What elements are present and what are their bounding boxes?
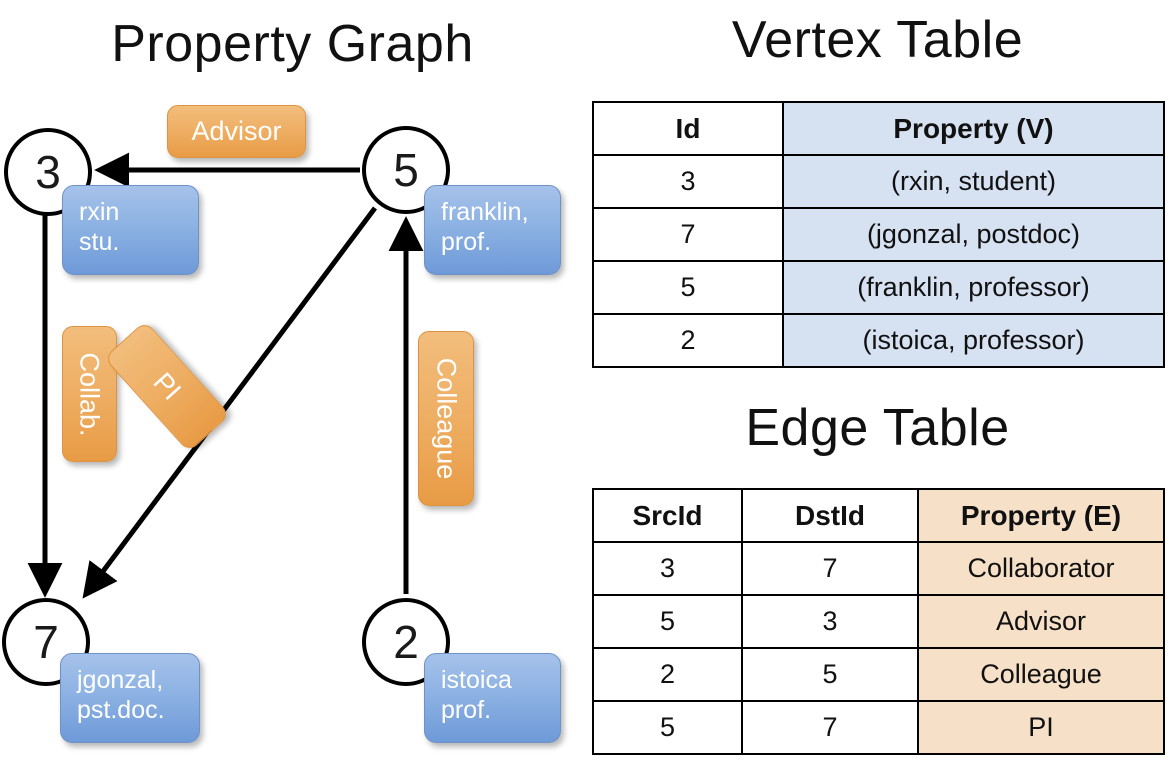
edge-table-header-property: Property (E) bbox=[917, 488, 1165, 543]
vertex-table: Id Property (V) 3 (rxin, student) 7 (jgo… bbox=[592, 101, 1165, 368]
graph-edges-layer bbox=[27, 152, 424, 599]
edge-arrow-5-to-7 bbox=[82, 206, 378, 599]
edge-row-0-property: Collaborator bbox=[917, 541, 1165, 596]
node-property-callout-3-line2: stu. bbox=[79, 227, 120, 256]
vertex-row-3-property: (istoica, professor) bbox=[782, 313, 1165, 368]
edge-row-1-dstid: 3 bbox=[741, 594, 919, 649]
node-property-callout-5-line2: prof. bbox=[441, 227, 492, 256]
edge-row-1-srcid: 5 bbox=[592, 594, 743, 649]
page-title-property-graph: Property Graph bbox=[111, 15, 474, 73]
node-property-callout-3-line1: rxin bbox=[79, 198, 120, 226]
edge-table: SrcId DstId Property (E) 3 7 Collaborato… bbox=[592, 488, 1165, 755]
graph-node-2-id: 2 bbox=[393, 616, 419, 668]
node-property-callout-7: jgonzal, pst.doc. bbox=[60, 653, 200, 743]
vertex-table-header-id: Id bbox=[592, 101, 784, 156]
table-row: 5 7 PI bbox=[592, 700, 1165, 755]
vertex-row-3-id: 2 bbox=[592, 313, 784, 368]
vertex-row-0-id: 3 bbox=[592, 154, 784, 209]
node-property-callout-3: rxin stu. bbox=[62, 185, 199, 275]
graph-node-5-id: 5 bbox=[393, 144, 419, 196]
node-property-callout-5: franklin, prof. bbox=[424, 185, 561, 275]
edge-row-0-dstid: 7 bbox=[741, 541, 919, 596]
vertex-row-0-property: (rxin, student) bbox=[782, 154, 1165, 209]
graph-node-5: 5 bbox=[362, 126, 450, 214]
edge-row-2-dstid: 5 bbox=[741, 647, 919, 702]
vertex-table-header-row: Id Property (V) bbox=[592, 101, 1165, 156]
table-row: 5 (franklin, professor) bbox=[592, 260, 1165, 315]
vertex-row-1-property: (jgonzal, postdoc) bbox=[782, 207, 1165, 262]
node-property-callout-2-line2: prof. bbox=[441, 695, 492, 724]
graph-node-2: 2 bbox=[362, 598, 450, 686]
edge-label-colleague-text: Colleague bbox=[431, 357, 462, 480]
table-row: 3 (rxin, student) bbox=[592, 154, 1165, 209]
edge-row-0-srcid: 3 bbox=[592, 541, 743, 596]
property-graph-panel: Property Graph Advisor Collab. PI Collea… bbox=[2, 15, 561, 743]
node-property-callout-2: istoica prof. bbox=[424, 653, 561, 743]
node-property-callout-2-line1: istoica bbox=[441, 666, 512, 694]
edge-label-pi-text: PI bbox=[147, 366, 188, 406]
graph-node-3-id: 3 bbox=[35, 146, 61, 198]
edge-row-3-dstid: 7 bbox=[741, 700, 919, 755]
table-row: 7 (jgonzal, postdoc) bbox=[592, 207, 1165, 262]
table-row: 2 5 Colleague bbox=[592, 647, 1165, 702]
edge-row-3-srcid: 5 bbox=[592, 700, 743, 755]
page-title-edge-table: Edge Table bbox=[745, 399, 1010, 457]
edge-label-collab-text: Collab. bbox=[75, 351, 106, 437]
graph-node-7-id: 7 bbox=[33, 616, 59, 668]
edge-row-3-property: PI bbox=[917, 700, 1165, 755]
edge-row-2-property: Colleague bbox=[917, 647, 1165, 702]
node-property-callout-7-line2: pst.doc. bbox=[77, 695, 165, 724]
edge-label-advisor: Advisor bbox=[167, 105, 306, 158]
node-property-callout-7-line1: jgonzal, bbox=[77, 666, 164, 694]
table-row: 5 3 Advisor bbox=[592, 594, 1165, 649]
node-property-callout-5-line1: franklin, bbox=[441, 198, 529, 226]
edge-row-2-srcid: 2 bbox=[592, 647, 743, 702]
edge-table-header-row: SrcId DstId Property (E) bbox=[592, 488, 1165, 543]
table-row: 2 (istoica, professor) bbox=[592, 313, 1165, 368]
vertex-row-2-id: 5 bbox=[592, 260, 784, 315]
page-title-vertex-table: Vertex Table bbox=[731, 11, 1024, 69]
edge-label-collab: Collab. bbox=[62, 326, 117, 462]
edge-label-advisor-text: Advisor bbox=[191, 116, 282, 146]
table-row: 3 7 Collaborator bbox=[592, 541, 1165, 596]
edge-table-header-dstid: DstId bbox=[741, 488, 919, 543]
edge-label-colleague: Colleague bbox=[418, 331, 474, 506]
edge-table-header-srcid: SrcId bbox=[592, 488, 743, 543]
vertex-table-header-property: Property (V) bbox=[782, 101, 1165, 156]
vertex-row-2-property: (franklin, professor) bbox=[782, 260, 1165, 315]
edge-row-1-property: Advisor bbox=[917, 594, 1165, 649]
vertex-row-1-id: 7 bbox=[592, 207, 784, 262]
